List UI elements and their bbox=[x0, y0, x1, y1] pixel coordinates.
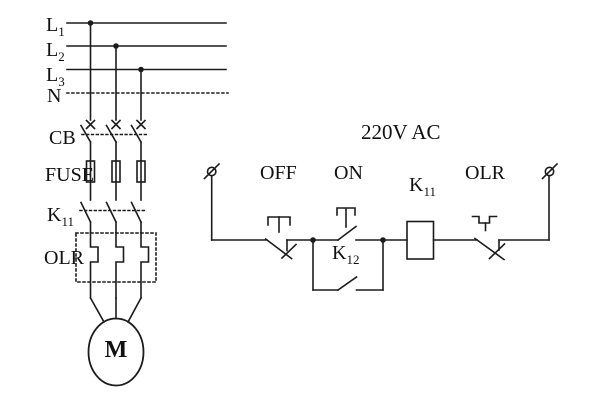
cb-x-mark-2 bbox=[110, 119, 122, 130]
motor-symbol bbox=[87, 317, 145, 387]
label-l3: L3 bbox=[46, 63, 65, 89]
olr-heater-1 bbox=[89, 232, 99, 299]
k11-coil-symbol bbox=[406, 220, 435, 260]
k11-main-contacts bbox=[79, 201, 147, 234]
k12-contact-bar bbox=[336, 275, 358, 292]
on-actuator-bracket bbox=[336, 207, 356, 216]
on-button-symbol bbox=[336, 207, 358, 242]
motor-lead-1 bbox=[89, 296, 106, 324]
fuse-symbol-2 bbox=[111, 160, 121, 183]
label-l2: L2 bbox=[46, 38, 65, 64]
label-k11-power: K11 bbox=[47, 203, 74, 229]
olr-contact-bar bbox=[473, 237, 506, 261]
cb-x-mark-1 bbox=[85, 119, 96, 130]
olr-trip-contact-symbol bbox=[471, 215, 506, 261]
label-l1: L1 bbox=[46, 13, 65, 39]
label-voltage: 220V AC bbox=[361, 120, 441, 144]
cb-blade-1 bbox=[79, 124, 92, 144]
olr-heater-3 bbox=[140, 232, 150, 299]
label-cb: CB bbox=[49, 127, 76, 149]
power-circuit bbox=[66, 20, 229, 387]
olr-heater-box bbox=[75, 232, 157, 299]
cb-breaker-symbol bbox=[79, 119, 149, 144]
olr-trip-notch bbox=[471, 215, 498, 224]
cb-x-mark-3 bbox=[135, 119, 147, 130]
k11-blade-1 bbox=[79, 201, 92, 224]
label-fuse: FUSE bbox=[45, 163, 94, 186]
label-n: N bbox=[47, 85, 62, 107]
k11-blade-3 bbox=[130, 201, 143, 224]
off-contact-bar bbox=[264, 237, 293, 260]
off-button-symbol bbox=[264, 216, 298, 260]
motor-lead-3 bbox=[126, 296, 143, 324]
label-k11-coil: K11 bbox=[409, 173, 436, 199]
label-on: ON bbox=[334, 162, 363, 184]
label-off: OFF bbox=[260, 162, 297, 184]
control-circuit bbox=[203, 162, 559, 292]
k12-holding-contact-branch bbox=[312, 239, 384, 292]
on-contact-bar bbox=[336, 225, 358, 242]
control-terminal-right-icon bbox=[541, 162, 559, 180]
fuse-symbol-1 bbox=[85, 160, 96, 183]
label-olr-power: OLR bbox=[44, 247, 84, 269]
k11-blade-2 bbox=[105, 201, 118, 224]
olr-contact-cross bbox=[488, 242, 506, 260]
olr-heater-2 bbox=[115, 232, 125, 299]
off-contact-cross bbox=[280, 243, 298, 260]
fuse-symbol-3 bbox=[136, 160, 146, 183]
label-k12: K12 bbox=[332, 242, 360, 267]
label-motor: M bbox=[104, 337, 128, 363]
label-olr-control: OLR bbox=[465, 162, 505, 184]
